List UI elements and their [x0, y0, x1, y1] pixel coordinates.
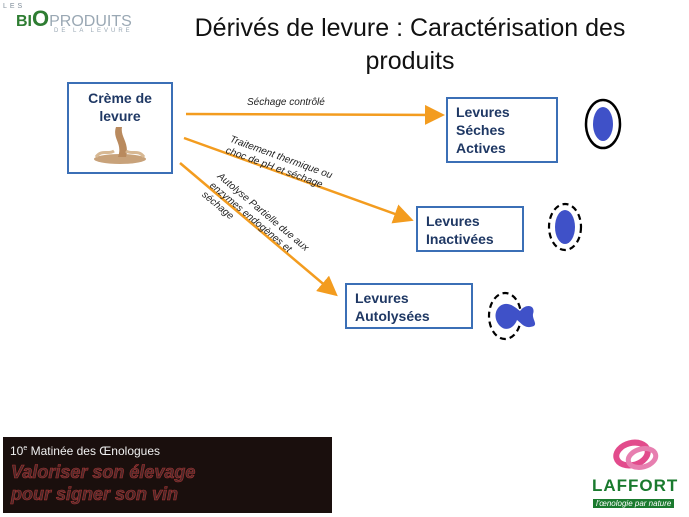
event-number: 10	[10, 444, 24, 458]
event-name: Matinée des Œnologues	[27, 444, 161, 458]
laffort-name: LAFFORT	[592, 476, 679, 495]
edge-label-drying: Séchage contrôlé	[247, 97, 325, 108]
arrow-to-la	[179, 162, 338, 297]
target-line: Séches	[456, 122, 506, 138]
logo-subline: DE LA LEVURE	[54, 28, 133, 34]
target-line: Inactivées	[426, 231, 494, 247]
slogan-line-1: Valoriser son élevage	[11, 462, 196, 483]
inactivated-yeast-box: Levures Inactivées	[416, 206, 524, 252]
laffort-tagline: l'œnologie par nature	[593, 499, 675, 508]
target-line: Autolysées	[355, 308, 430, 324]
target-line: Actives	[456, 140, 506, 156]
logo-bi: BI	[16, 13, 32, 30]
cream-splash-icon	[94, 127, 146, 164]
target-line: Levures	[456, 104, 510, 120]
target-line: Levures	[355, 290, 409, 306]
source-yeast-cream-box: Crème de levure	[67, 82, 173, 174]
logo-o: O	[32, 6, 50, 31]
laffort-logo-icon	[613, 439, 659, 470]
source-label: Crème de levure	[88, 90, 152, 124]
autolysed-yeast-box: Levures Autolysées	[345, 283, 473, 329]
bioproduits-logo: BIOPRODUITS	[16, 6, 132, 32]
active-dry-yeast-box: Levures Séches Actives	[446, 97, 558, 163]
arrow-to-li	[183, 136, 414, 224]
autolysed-yeast-cell-icon	[487, 291, 536, 341]
target-line: Levures	[426, 213, 480, 229]
event-banner: 10e Matinée des Œnologues Valoriser son …	[3, 437, 332, 513]
slogan-line-2: pour signer son vin	[11, 484, 179, 505]
inactivated-yeast-cell-icon	[547, 202, 583, 252]
logo-rest: PRODUITS	[49, 13, 132, 30]
active-yeast-cell-icon	[584, 98, 622, 150]
slide-title: Dérivés de levure : Caractérisation des …	[194, 14, 626, 75]
arrow-to-lsa	[185, 104, 445, 125]
event-suffix: e	[23, 445, 28, 452]
event-title: 10e Matinée des Œnologues	[10, 444, 160, 458]
